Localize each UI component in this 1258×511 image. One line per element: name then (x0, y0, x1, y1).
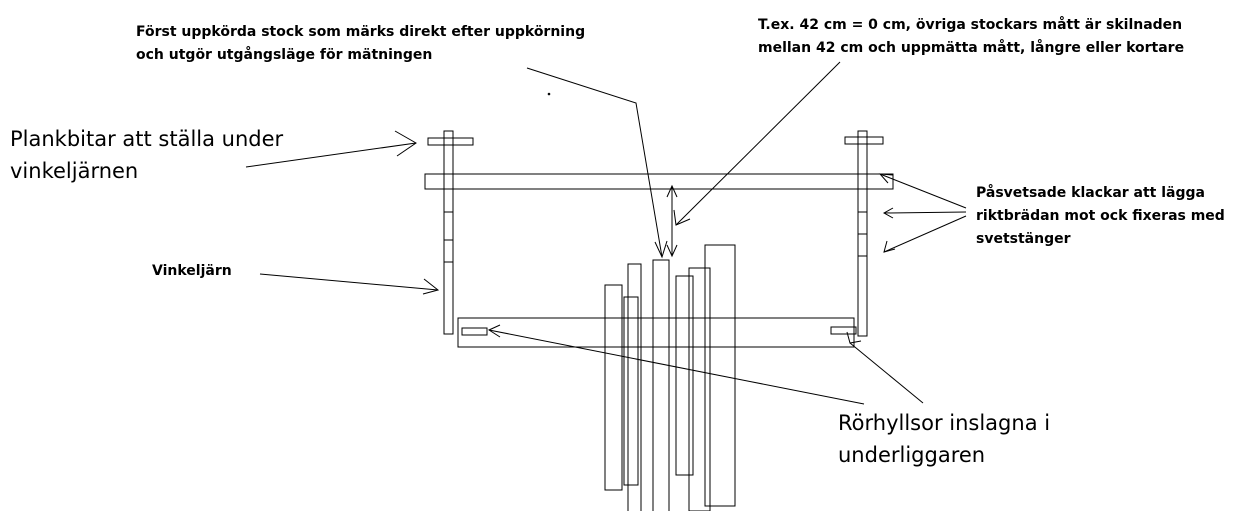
label-welded-cleats-line: Påsvetsade klackar att lägga (976, 185, 1205, 201)
right-plank-piece (844, 136, 884, 145)
leader-cleat-3 (883, 215, 967, 253)
leader-lines (245, 61, 967, 405)
label-example-line: T.ex. 42 cm = 0 cm, övriga stockars mått… (758, 17, 1183, 33)
label-example-line: mellan 42 cm och uppmätta mått, långre e… (758, 40, 1185, 56)
guide-board (424, 173, 894, 190)
log (604, 284, 623, 491)
leader-pipe-sleeve-right (849, 342, 924, 404)
left-angle-iron-ticks (444, 211, 453, 263)
leader-plank-pieces (245, 142, 417, 168)
right-angle-iron-ticks (858, 211, 867, 257)
log (675, 275, 694, 476)
label-first-log-line: Först uppkörda stock som märks direkt ef… (136, 24, 586, 40)
left-angle-iron (443, 130, 454, 335)
left-pipe-sleeve (461, 327, 488, 336)
log (627, 263, 642, 511)
label-welded-cleats: Påsvetsade klackar att lägga riktbrädan … (976, 182, 1225, 251)
label-first-log-line: och utgör utgångsläge för mätningen (136, 47, 433, 63)
label-plank-pieces-line: vinkeljärnen (10, 159, 139, 183)
leader-angle-iron (259, 273, 439, 291)
leader-cleat-2 (883, 211, 967, 214)
label-pipe-sleeves: Rörhyllsor inslagna i underliggaren (838, 407, 1050, 471)
log (704, 244, 736, 507)
left-plank-piece (427, 137, 474, 146)
underlying-beam (457, 317, 855, 348)
leader-pipe-sleeve-left (488, 329, 865, 405)
leader-first-log (526, 67, 663, 258)
log (623, 296, 639, 486)
label-pipe-sleeves-line: underliggaren (838, 443, 986, 467)
label-welded-cleats-line: riktbrädan mot ock fixeras med (976, 208, 1225, 224)
logs (604, 244, 736, 511)
log (652, 259, 670, 511)
label-example: T.ex. 42 cm = 0 cm, övriga stockars mått… (758, 14, 1184, 60)
dot-mark (547, 92, 551, 96)
arrowheads (394, 130, 896, 344)
leader-cleat-1 (879, 173, 967, 209)
label-welded-cleats-line: svetstänger (976, 231, 1071, 247)
label-first-log: Först uppkörda stock som märks direkt ef… (136, 21, 585, 67)
log (688, 267, 711, 511)
label-plank-pieces: Plankbitar att ställa under vinkeljärnen (10, 123, 283, 187)
right-pipe-sleeve (830, 326, 857, 335)
leader-example (675, 61, 841, 226)
label-plank-pieces-line: Plankbitar att ställa under (10, 127, 284, 151)
label-angle-iron: Vinkeljärn (152, 263, 232, 279)
label-pipe-sleeves-line: Rörhyllsor inslagna i (838, 411, 1051, 435)
